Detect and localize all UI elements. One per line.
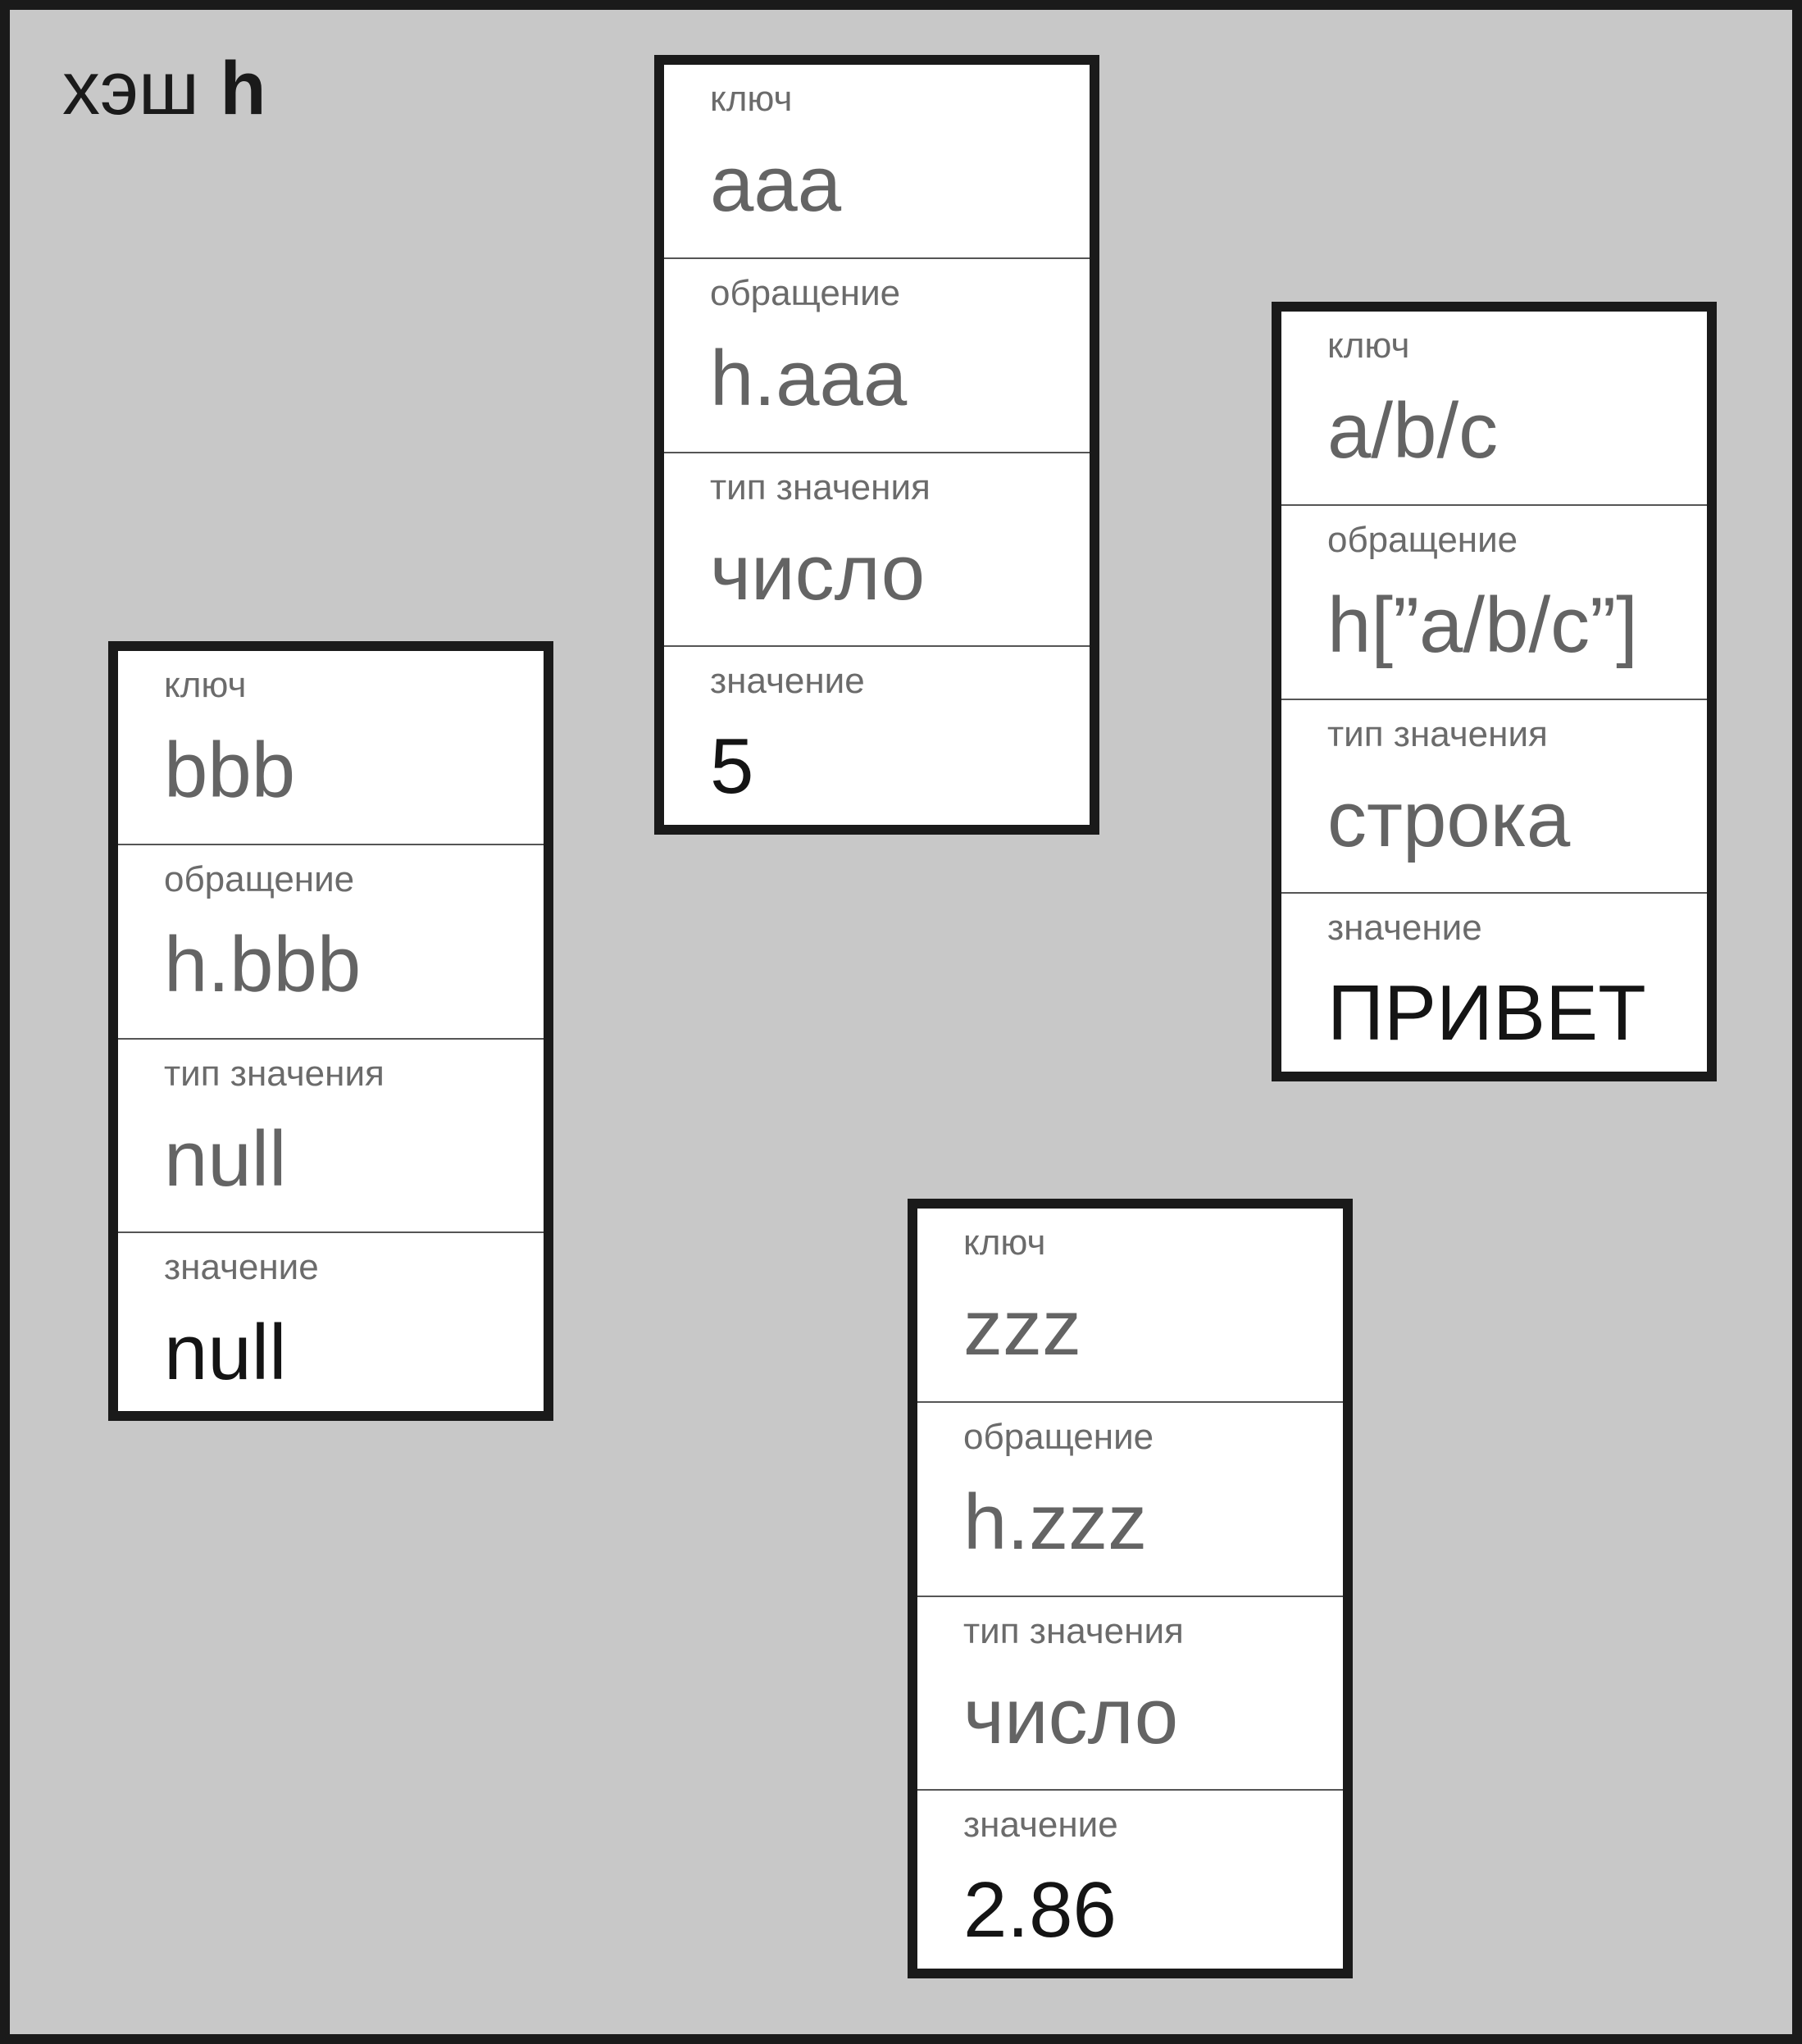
key-label: ключ xyxy=(164,665,247,705)
key-value: zzz xyxy=(963,1284,1081,1372)
hash-title-prefix: хэш xyxy=(62,47,199,130)
key-label: ключ xyxy=(963,1222,1046,1263)
entry-access-field: обращение h.zzz xyxy=(917,1403,1343,1597)
value-type-label: тип значения xyxy=(164,1053,385,1094)
value-type-value: строка xyxy=(1327,775,1571,863)
key-label: ключ xyxy=(1327,325,1410,366)
key-value: bbb xyxy=(164,726,296,814)
access-value: h[”a/b/c”] xyxy=(1327,580,1638,669)
entry-access-field: обращение h.aaa xyxy=(664,259,1090,453)
value-value: null xyxy=(164,1309,287,1397)
value-value: 5 xyxy=(710,722,754,811)
hash-variable-name: h xyxy=(220,47,266,130)
hash-entry-bbb: ключ bbb обращение h.bbb тип значения nu… xyxy=(108,641,553,1421)
entry-value-field: значение null xyxy=(118,1233,544,1427)
value-type-value: число xyxy=(710,528,926,617)
value-type-value: число xyxy=(963,1672,1179,1760)
key-value: aaa xyxy=(710,140,842,228)
access-label: обращение xyxy=(164,858,355,899)
hash-entry-abc: ключ a/b/c обращение h[”a/b/c”] тип знач… xyxy=(1272,302,1717,1081)
entry-access-field: обращение h.bbb xyxy=(118,845,544,1040)
entry-key-field: ключ bbb xyxy=(118,651,544,845)
value-type-label: тип значения xyxy=(963,1610,1184,1651)
value-label: значение xyxy=(164,1247,319,1288)
value-label: значение xyxy=(963,1805,1118,1846)
entry-access-field: обращение h[”a/b/c”] xyxy=(1281,506,1707,700)
entry-type-field: тип значения число xyxy=(917,1597,1343,1791)
entry-value-field: значение 5 xyxy=(664,647,1090,841)
entry-key-field: ключ zzz xyxy=(917,1209,1343,1403)
key-label: ключ xyxy=(710,79,793,119)
access-label: обращение xyxy=(963,1416,1154,1457)
value-type-label: тип значения xyxy=(710,467,931,508)
entry-type-field: тип значения число xyxy=(664,453,1090,648)
access-value: h.bbb xyxy=(164,920,362,1008)
hash-entry-aaa: ключ aaa обращение h.aaa тип значения чи… xyxy=(654,55,1099,835)
value-value: 2.86 xyxy=(963,1866,1117,1955)
access-label: обращение xyxy=(710,272,901,313)
hash-entry-zzz: ключ zzz обращение h.zzz тип значения чи… xyxy=(908,1199,1353,1978)
access-value: h.aaa xyxy=(710,334,908,422)
entry-value-field: значение 2.86 xyxy=(917,1791,1343,1985)
access-label: обращение xyxy=(1327,519,1518,560)
key-value: a/b/c xyxy=(1327,387,1499,475)
entry-type-field: тип значения null xyxy=(118,1040,544,1234)
entry-value-field: значение ПРИВЕТ xyxy=(1281,894,1707,1088)
entry-type-field: тип значения строка xyxy=(1281,700,1707,895)
value-value: ПРИВЕТ xyxy=(1327,969,1646,1058)
value-label: значение xyxy=(710,661,865,702)
entry-key-field: ключ a/b/c xyxy=(1281,312,1707,506)
value-label: значение xyxy=(1327,908,1482,949)
value-type-value: null xyxy=(164,1114,287,1203)
hash-title: хэш h xyxy=(62,51,266,126)
access-value: h.zzz xyxy=(963,1477,1148,1566)
value-type-label: тип значения xyxy=(1327,713,1548,754)
entry-key-field: ключ aaa xyxy=(664,65,1090,259)
